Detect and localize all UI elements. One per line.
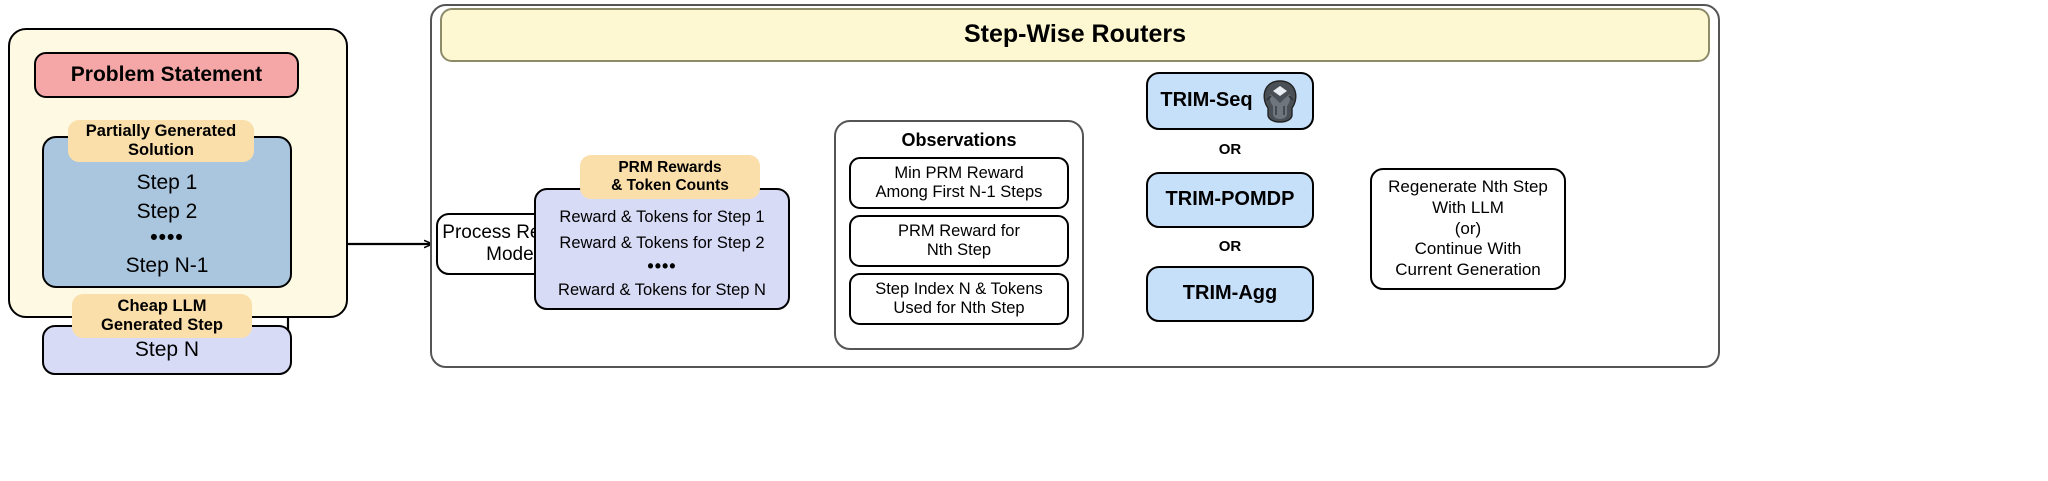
obs2-line1: PRM Reward for bbox=[898, 222, 1020, 241]
autobot-icon bbox=[1263, 80, 1297, 123]
output-line-2: With LLM bbox=[1432, 197, 1504, 217]
observation-item-step-index-tokens[interactable]: Step Index N & Tokens Used for Nth Step bbox=[849, 273, 1069, 326]
output-line-1: Regenerate Nth Step bbox=[1388, 177, 1548, 197]
trim-agg-box[interactable]: TRIM-Agg bbox=[1146, 266, 1314, 322]
observations-title: Observations bbox=[901, 130, 1017, 150]
prm-chip-line-1: PRM Rewards bbox=[618, 158, 722, 176]
observations-box: Observations Min PRM Reward Among First … bbox=[834, 120, 1084, 350]
chip-line-2: Solution bbox=[128, 141, 194, 159]
obs2-line2: Nth Step bbox=[926, 241, 992, 260]
or-label-2: OR bbox=[1218, 238, 1242, 255]
cheap-llm-generated-step-chip: Cheap LLM Generated Step bbox=[72, 294, 252, 338]
prm-rewards-token-counts-box[interactable]: Reward & Tokens for Step 1 Reward & Toke… bbox=[534, 188, 790, 310]
obs3-line2: Used for Nth Step bbox=[893, 299, 1025, 318]
trim-seq-box[interactable]: TRIM-Seq bbox=[1146, 72, 1314, 130]
cheap-chip-line-2: Generated Step bbox=[101, 316, 223, 334]
output-line-4: Continue With bbox=[1414, 239, 1522, 259]
or-label-1: OR bbox=[1218, 141, 1242, 158]
cheap-chip-line-1: Cheap LLM bbox=[117, 296, 207, 315]
output-line-5: Current Generation bbox=[1395, 260, 1541, 280]
trim-seq-label: TRIM-Seq bbox=[1160, 89, 1253, 112]
page-title: Step-Wise Routers bbox=[440, 8, 1710, 62]
chip-line-1: Partially Generated bbox=[85, 121, 237, 140]
solution-ellipsis: •••• bbox=[150, 226, 184, 250]
observation-item-min-prm-reward[interactable]: Min PRM Reward Among First N-1 Steps bbox=[849, 157, 1069, 210]
reward-ellipsis: •••• bbox=[647, 256, 677, 277]
prm-chip-line-2: & Token Counts bbox=[611, 177, 729, 194]
obs1-line1: Min PRM Reward bbox=[894, 164, 1024, 183]
regenerate-or-continue-box[interactable]: Regenerate Nth Step With LLM (or) Contin… bbox=[1370, 168, 1566, 290]
reward-row-n: Reward & Tokens for Step N bbox=[558, 280, 766, 299]
solution-step-n-minus-1: Step N-1 bbox=[125, 254, 209, 277]
reward-row-2: Reward & Tokens for Step 2 bbox=[559, 233, 765, 252]
prm-rewards-chip: PRM Rewards & Token Counts bbox=[580, 155, 760, 199]
reward-row-1: Reward & Tokens for Step 1 bbox=[559, 208, 765, 227]
obs3-line1: Step Index N & Tokens bbox=[875, 280, 1043, 299]
output-line-3: (or) bbox=[1454, 218, 1482, 238]
prm-line-2: Model bbox=[486, 244, 538, 265]
observation-item-prm-reward-nth[interactable]: PRM Reward for Nth Step bbox=[849, 215, 1069, 268]
solution-step-1: Step 1 bbox=[136, 171, 198, 195]
obs1-line2: Among First N-1 Steps bbox=[875, 183, 1043, 202]
solution-step-2: Step 2 bbox=[136, 200, 198, 224]
problem-statement-box[interactable]: Problem Statement bbox=[34, 52, 299, 98]
trim-pomdp-box[interactable]: TRIM-POMDP bbox=[1146, 172, 1314, 228]
partially-generated-solution-chip: Partially Generated Solution bbox=[68, 120, 254, 162]
